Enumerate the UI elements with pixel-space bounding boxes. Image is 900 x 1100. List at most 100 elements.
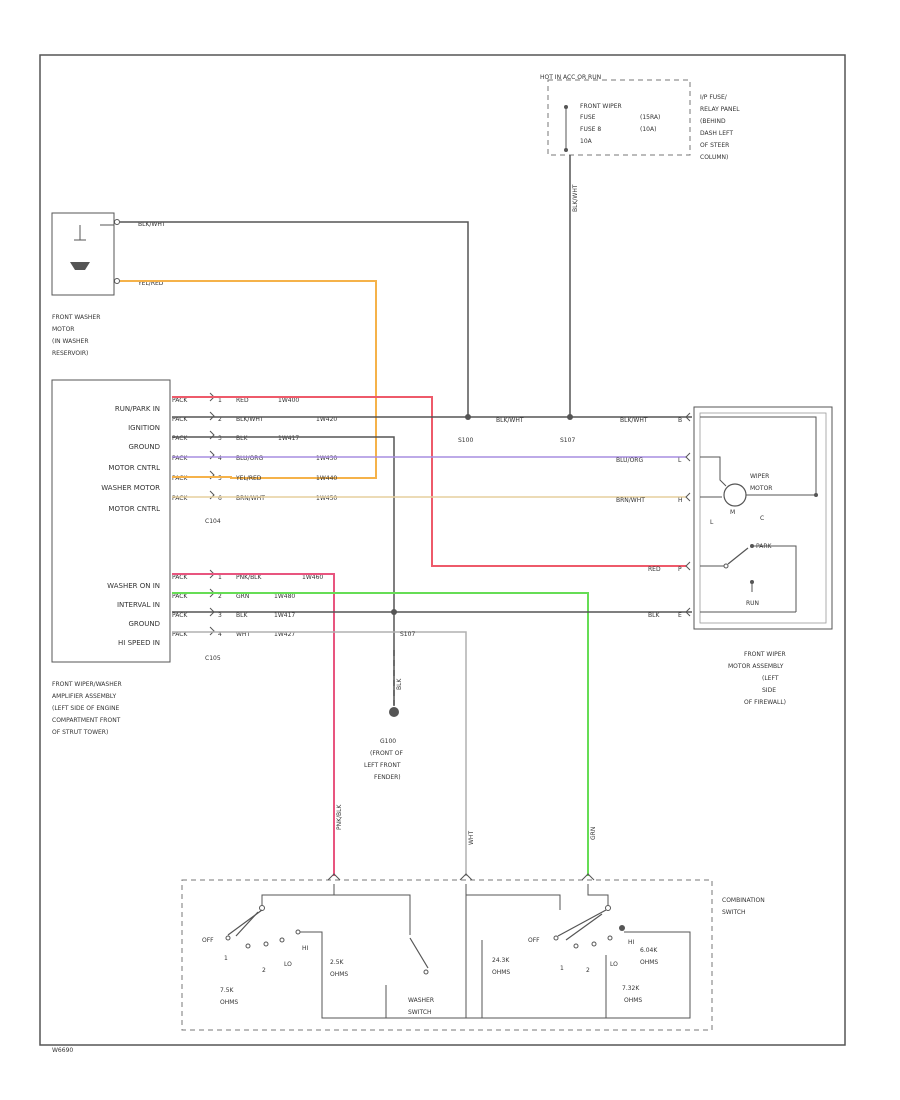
pink-wire-label: PNK/BLK (336, 803, 343, 830)
fuse-box-header: HOT IN ACC OR RUN (540, 74, 601, 81)
washer-switch-feed (334, 894, 411, 935)
splice-s100 (465, 414, 471, 420)
wire-color-label: WHT (236, 631, 250, 638)
pin-arrow (209, 450, 215, 460)
left-switch-top-contact (259, 905, 265, 911)
upper-pin-tags: PACK 1 RED 1W400 PACK 2 BLK/WHT 1W420 PA… (172, 397, 337, 502)
wire-color-label: YEL/RED (235, 475, 262, 482)
wire-red-run-park (172, 396, 686, 567)
left-switch-feed (261, 884, 335, 905)
upper-pin-arrows (209, 392, 215, 636)
washer-pin-1-wire: BLK/WHT (138, 221, 166, 228)
wire-code-label: 1W450 (316, 495, 337, 502)
fuse-loc-6: COLUMN) (700, 154, 728, 161)
amp-label-hi-speed: HI SPEED IN (118, 639, 160, 647)
wiper-cap-1: FRONT WIPER (744, 651, 786, 658)
wiper-cap-4: SIDE (762, 687, 776, 694)
amplifier-assembly: RUN/PARK IN IGNITION GROUND MOTOR CNTRL … (51, 379, 221, 736)
wiper-cap-3: (LEFT (762, 675, 779, 682)
washer-switch-label-1: WASHER (408, 997, 434, 1004)
footer-code: W6690 (52, 1047, 73, 1054)
lower-pin-tags: PACK 1 PNK/BLK 1W460 PACK 2 GRN 1W480 PA… (172, 574, 323, 638)
pin-number: 2 (218, 416, 222, 423)
pin-number: 1 (218, 574, 222, 581)
combination-switch-outline (181, 879, 713, 1031)
right-switch-top-contact (605, 905, 611, 911)
amp-cap-4: COMPARTMENT FRONT (52, 717, 121, 724)
wire-color-label: PNK/BLK (236, 574, 263, 581)
lower-pin-row-4: PACK 4 WHT 1W427 (172, 631, 295, 638)
wiper-pin-h-wire: BRN/WHT (616, 497, 645, 504)
wiper-pin-p-wire: RED (648, 566, 661, 573)
left-contact-one (263, 941, 269, 947)
combo-connector-white (459, 873, 473, 881)
right-pos-hi: HI (628, 939, 635, 946)
terminal-c: C (760, 515, 764, 522)
ground-label-2: (FRONT OF (370, 750, 403, 757)
wire-washer-blk-wht (120, 221, 469, 417)
combo-caption-2: SWITCH (722, 909, 746, 916)
left-pos-two: 2 (262, 967, 266, 974)
pin-arrow (685, 412, 691, 422)
pin-arrow (209, 430, 215, 440)
ground-label-4: FENDER) (374, 774, 401, 781)
wiper-motor-caption: FRONT WIPER MOTOR ASSEMBLY (LEFT SIDE OF… (728, 651, 786, 706)
terminal-l: L (710, 519, 714, 526)
fuse-row-1-name: FRONT WIPER (580, 103, 622, 110)
combo-connector-green (581, 873, 595, 881)
fuse-loc-4: DASH LEFT (700, 130, 733, 137)
wire-code-label: 1W480 (274, 593, 295, 600)
upper-pin-row-4: PACK 4 BLU/ORG 1W430 (172, 455, 337, 462)
wiper-cap-2: MOTOR ASSEMBLY (728, 663, 784, 670)
pin-number: 5 (218, 475, 222, 482)
right-switch-feed (587, 884, 609, 905)
wire-color-label: BLK (236, 612, 248, 619)
white-wire-label: WHT (468, 831, 475, 845)
amplifier-box (51, 379, 171, 663)
wiper-motor-inner (699, 412, 827, 624)
pin-arrow (685, 492, 691, 502)
fuse-location-label: I/P FUSE/ RELAY PANEL (BEHIND DASH LEFT … (700, 94, 740, 161)
fuse-row-3-name: FUSE 8 (580, 126, 601, 133)
right-switch-blade-2 (565, 913, 603, 941)
amp-cap-2: AMPLIFIER ASSEMBLY (52, 693, 116, 700)
lower-pin-row-1: PACK 1 PNK/BLK 1W460 (172, 574, 323, 581)
diagram-frame (39, 54, 846, 1046)
wire-blk-ground (172, 436, 395, 705)
amp-label-interval: INTERVAL IN (117, 601, 160, 609)
right-pos-one: 1 (560, 965, 564, 972)
amplifier-upper-labels: RUN/PARK IN IGNITION GROUND MOTOR CNTRL … (101, 405, 160, 513)
pin-number: 1 (218, 397, 222, 404)
combination-switch: COMBINATION SWITCH OFF 1 2 LO HI 7.5K OH… (181, 873, 765, 1031)
wiper-cap-5: OF FIREWALL) (744, 699, 786, 706)
washer-pin-2-wire: YEL/RED (137, 280, 164, 287)
ground-label-3: LEFT FRONT (364, 762, 401, 769)
washer-cap-1: FRONT WASHER (52, 314, 100, 321)
fuse-row-2-name: FUSE (580, 114, 596, 121)
wire-color-label: RED (236, 397, 249, 404)
pin-arrow (685, 561, 691, 571)
wire-code-label: 1W417 (274, 612, 295, 619)
fuse-row-3-detail: (10A) (640, 126, 656, 133)
amp-label-run-park: RUN/PARK IN (115, 405, 160, 413)
right-contact-off (553, 935, 559, 941)
pin-arrow (685, 452, 691, 462)
left-pos-hi: HI (302, 945, 309, 952)
left-contact-off (225, 935, 231, 941)
wiper-pin-arrows (685, 412, 691, 617)
wire-color-label: BLK/WHT (236, 416, 264, 423)
fuse-loc-2: RELAY PANEL (700, 106, 740, 113)
right-resistor-b-1: 6.04K (640, 947, 658, 954)
splice-s100-label: S100 (458, 437, 473, 444)
upper-pin-row-5: PACK 5 YEL/RED 1W440 (172, 475, 337, 482)
right-switch-bottom-lead (481, 931, 691, 1019)
amp-label-ignition: IGNITION (128, 424, 160, 432)
right-resistor-b-2: OHMS (640, 959, 658, 966)
ground-label-1: G100 (380, 738, 396, 745)
right-resistor-a-1: 24.3K (492, 957, 510, 964)
green-wire-label: GRN (590, 827, 597, 840)
left-resistor-1: 7.5K (220, 987, 235, 994)
ground-wire-label: BLK (396, 678, 403, 690)
splice-s107-lower (391, 609, 397, 615)
left-resistor-2: OHMS (220, 999, 238, 1006)
